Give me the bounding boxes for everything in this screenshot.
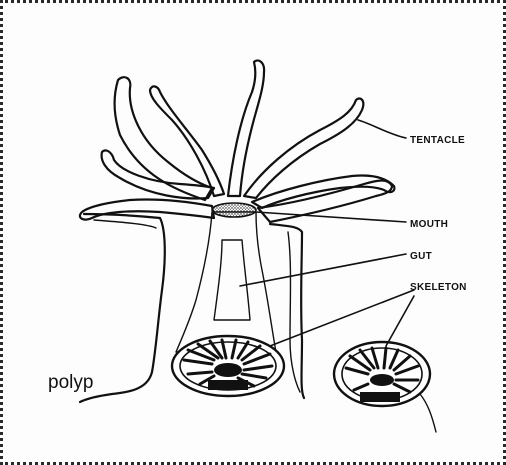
left-tissue-inner (94, 220, 156, 228)
tentacles (80, 60, 394, 222)
label-polyp: polyp (48, 372, 93, 393)
label-gut: GUT (410, 251, 432, 262)
tentacle-right-lower (252, 175, 394, 208)
right-tissue-outline-2 (288, 232, 300, 392)
leader-skeleton-right (386, 296, 414, 346)
skeleton-right-stem (420, 394, 436, 432)
leader-lines (240, 120, 414, 346)
label-skeleton: SKELETON (410, 282, 467, 293)
mouth-disc (212, 203, 256, 217)
tentacle-right-upper (244, 98, 363, 198)
leader-gut (240, 254, 406, 286)
leader-tentacle (358, 120, 406, 138)
tentacle-center (228, 60, 264, 196)
leader-skeleton-left (270, 290, 414, 346)
gut-region (214, 240, 250, 320)
skeleton-cup-right (334, 342, 436, 432)
label-mouth: MOUTH (410, 219, 448, 230)
skeleton-cup-left (172, 336, 284, 396)
label-tentacle: TENTACLE (410, 135, 465, 146)
polyp-body (176, 203, 276, 352)
